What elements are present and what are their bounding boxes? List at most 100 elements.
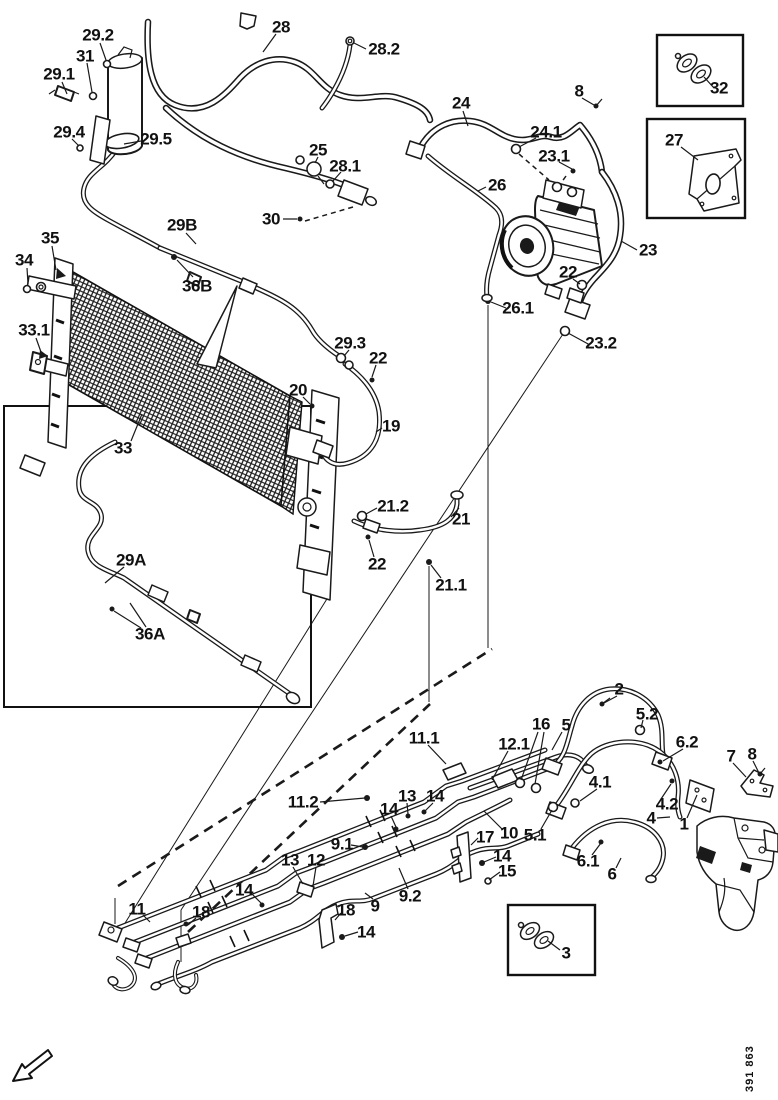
nut-28-2-drawing [345,36,355,46]
part-label-4-2: 4.2 [655,794,679,814]
bracket-17-drawing [450,831,492,885]
bolt-22-dot-a [369,377,375,383]
part-label-22: 22 [558,262,578,282]
hose-23-end-block [564,297,591,320]
part-label-21: 21 [451,509,471,529]
part-label-27: 27 [664,130,684,150]
bolt-20-dot [309,403,315,409]
part-label-31: 31 [75,46,95,66]
part-label-26: 26 [487,175,507,195]
part-label-23: 23 [638,240,658,260]
bolt-6-2-dot [657,759,663,765]
bracket-7-drawing [740,769,774,798]
part-label-14: 14 [425,786,445,806]
part-label-29-2: 29.2 [82,25,114,45]
bolt-34-drawing [22,284,32,294]
receiver-drier-31 [48,46,160,248]
bolt-18-dot-left [183,921,189,927]
part-label-14: 14 [356,922,376,942]
bolt-36a-dot [109,606,115,612]
part-label-29A: 29A [116,550,146,570]
part-label-28: 28 [271,17,291,37]
clamp-11-2-dot [364,795,370,801]
condenser-pipes [160,248,491,565]
condenser-core-33 [63,270,291,508]
part-label-22: 22 [367,554,387,574]
part-label-36A: 36A [135,624,165,644]
part-label-36B: 36B [182,276,212,296]
inset-box-3 [506,903,597,977]
part-label-2: 2 [614,679,624,699]
part-label-29-1: 29.1 [43,64,75,84]
part-label-19: 19 [381,416,401,436]
part-label-35: 35 [40,228,60,248]
bolt-36b-dot [171,254,177,260]
clip-28-drawing [239,12,257,30]
bolt-30-dot [297,216,303,222]
hose-28-end-block [337,179,369,206]
bolt-23-1-dot [570,168,576,174]
part-label-14: 14 [492,846,512,866]
leader-arrowhead-34 [56,268,66,279]
part-label-12-1: 12.1 [498,734,530,754]
condenser-assembly [22,257,340,601]
washer-28-1-drawing [325,179,335,189]
bracket-1-drawing [685,779,715,813]
part-label-9-2: 9.2 [398,886,422,906]
pipe-11-end-block [98,921,123,943]
compressor-hoses [405,98,621,337]
part-label-9: 9 [370,896,380,916]
part-label-11-1: 11.1 [408,728,440,748]
part-label-6: 6 [607,864,617,884]
leader-arrowhead-33-1 [39,350,48,359]
part-label-1: 1 [679,814,689,834]
hose-harness-28 [148,12,430,222]
nut-29-2-drawing [102,59,112,69]
engine-bracket-drawing [696,815,778,932]
part-label-13: 13 [280,850,300,870]
washer-4-1-ring [570,798,580,808]
inset-box-32 [655,33,745,108]
part-label-23-1: 23.1 [538,146,570,166]
part-label-7: 7 [726,746,736,766]
left-mounting-rail [22,257,77,449]
part-label-29-5: 29.5 [140,129,172,149]
part-label-3: 3 [561,943,571,963]
grommet-22-ring [576,279,588,291]
part-label-24: 24 [451,93,471,113]
part-label-33-1: 33.1 [18,320,50,340]
part-label-32: 32 [709,78,729,98]
lower-pipe-bundle [98,689,680,995]
part-label-17: 17 [475,827,495,847]
part-label-16: 16 [531,714,551,734]
bolt-29-1-drawing [54,85,75,102]
part-label-20: 20 [288,380,308,400]
part-label-11-2: 11.2 [287,792,319,812]
orientation-arrow-icon [12,1049,53,1082]
inset-box-27 [645,117,747,220]
grommet-5-1-ring [547,801,559,813]
clamp-36b-drawing [186,271,202,287]
mount-brackets [685,767,778,932]
bracket-18-drawing [318,903,339,949]
mounting-plate-27-drawing [688,148,742,212]
part-label-18: 18 [191,902,211,922]
part-label-4: 4 [646,808,656,828]
part-label-29-3: 29.3 [334,333,366,353]
part-label-30: 30 [261,209,281,229]
part-label-25: 25 [308,140,328,160]
part-label-21-2: 21.2 [377,496,409,516]
part-label-28-2: 28.2 [368,39,400,59]
right-mounting-rail-20 [285,389,340,601]
part-label-9-1: 9.1 [330,834,354,854]
bolt-6-1-dot [598,839,604,845]
drawing-number: 391 863 [744,1045,756,1092]
detail-pointer-wedge [196,285,238,369]
leader-lines [26,33,760,951]
clip-24-1-ring [510,143,522,155]
part-label-22: 22 [368,348,388,368]
clamp-12-drawing [296,881,315,898]
part-label-21-1: 21.1 [435,575,467,595]
